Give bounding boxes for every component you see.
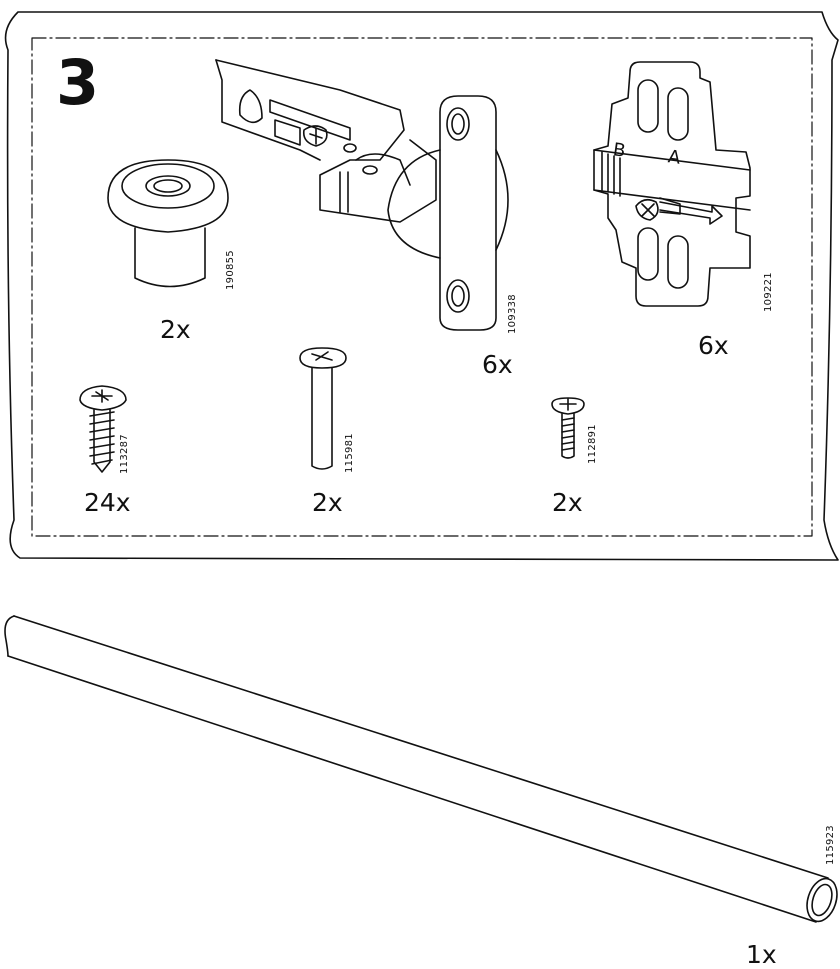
parts-bag-outline [4, 11, 839, 561]
quantity-pin: 2x [312, 488, 343, 517]
knob-drawing [107, 159, 229, 288]
machine-screw-drawing [551, 397, 585, 459]
plate-letter-b: B [611, 139, 627, 162]
wood-screw-drawing [79, 385, 127, 473]
part-code-pin: 115981 [344, 433, 355, 473]
hinge-drawing [215, 59, 509, 331]
quantity-wood-screw: 24x [84, 488, 131, 517]
quantity-mounting-plate: 6x [698, 331, 729, 360]
mounting-plate-drawing [593, 61, 751, 307]
quantity-rail: 1x [746, 940, 777, 969]
rail-drawing [4, 615, 838, 923]
pin-drawing [299, 347, 347, 470]
quantity-knob: 2x [160, 315, 191, 344]
quantity-hinge: 6x [482, 350, 513, 379]
part-code-rail: 115923 [825, 825, 836, 865]
part-code-machine-screw: 112891 [587, 424, 598, 464]
parts-bag-dashed-seal [31, 37, 813, 537]
part-code-wood-screw: 113287 [119, 434, 130, 474]
plate-letter-a: A [666, 146, 682, 169]
quantity-machine-screw: 2x [552, 488, 583, 517]
part-code-hinge: 109338 [507, 294, 518, 334]
part-code-mounting-plate: 109221 [763, 272, 774, 312]
step-number: 3 [56, 46, 100, 119]
part-code-knob: 190855 [225, 250, 236, 290]
